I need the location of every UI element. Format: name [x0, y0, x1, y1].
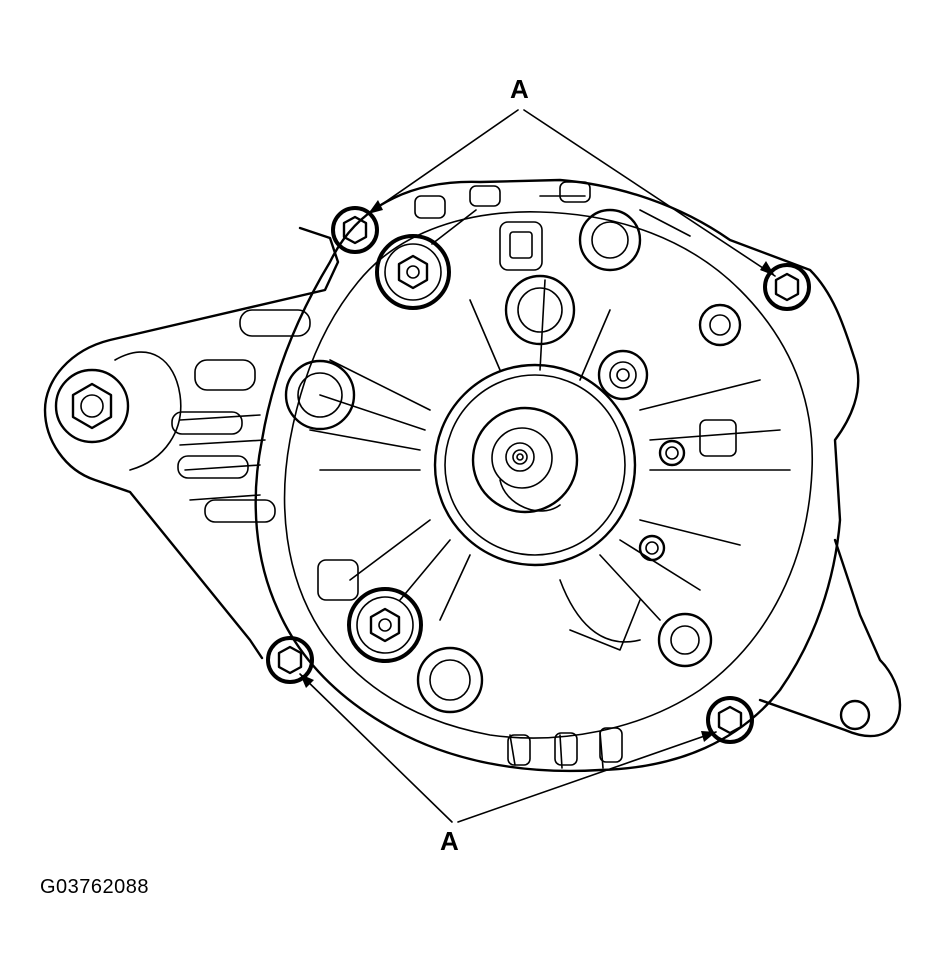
leader-bottom-right [457, 731, 717, 823]
pivot-bolt [54, 368, 130, 444]
cooling-fins [171, 221, 791, 651]
through-bolt-top-left [331, 206, 379, 254]
alternator-housing [254, 178, 860, 773]
mounting-bracket [43, 226, 902, 738]
bracket-hole [839, 699, 871, 731]
through-bolts [266, 206, 811, 744]
arrowhead [760, 261, 775, 276]
arrowhead [701, 731, 716, 742]
through-bolt-bottom-right [706, 696, 754, 744]
terminal-bosses [284, 208, 742, 714]
through-bolt-top-right [763, 263, 811, 311]
leader-bottom-left [299, 673, 453, 823]
rotor-hub [433, 363, 637, 567]
arrowhead [368, 200, 383, 214]
callout-label-a-top: A [510, 74, 529, 104]
leader-top-left [367, 109, 519, 215]
figure-id: G03762088 [40, 876, 150, 898]
callout-leaders [299, 109, 776, 823]
callout-label-a-bottom: A [440, 826, 459, 856]
large-nuts [347, 234, 451, 663]
arrowhead [300, 674, 314, 688]
through-bolt-bottom-left [266, 636, 314, 684]
leader-top-right [523, 109, 776, 277]
